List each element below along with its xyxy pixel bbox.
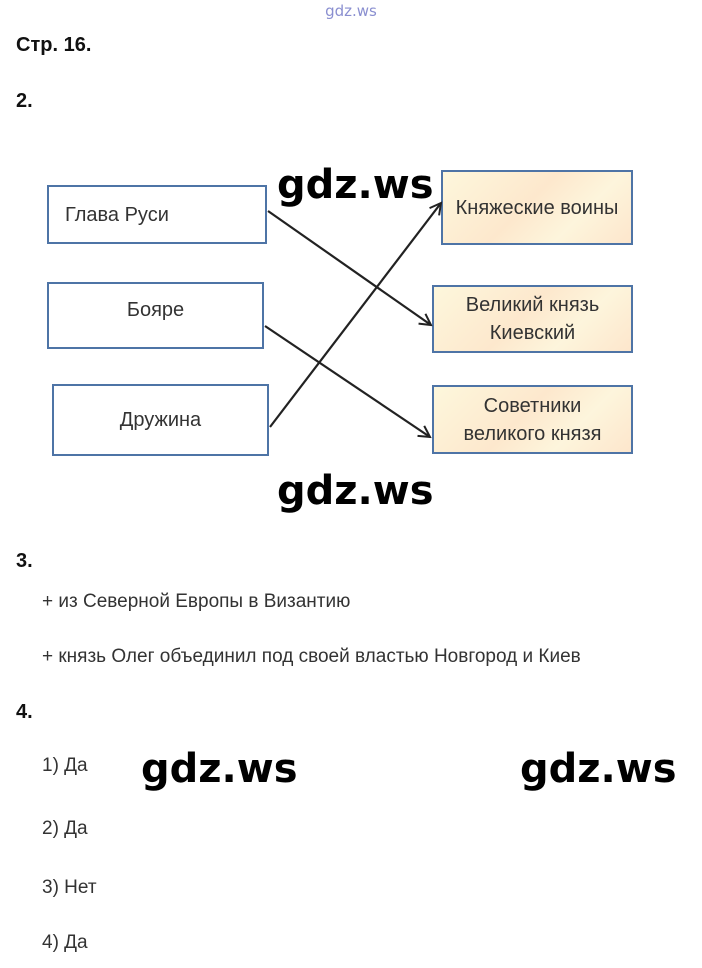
top-watermark: gdz.ws bbox=[325, 2, 377, 20]
watermark-4: gdz.ws bbox=[520, 746, 677, 792]
watermark-2: gdz.ws bbox=[277, 468, 434, 514]
connection-arrow-head-to-grand-prince bbox=[267, 210, 431, 325]
task-2-number: 2. bbox=[16, 90, 33, 112]
right-box-label: Княжеские воины bbox=[455, 196, 619, 219]
left-box-druzhina: Дружина bbox=[52, 384, 269, 456]
task-4-number: 4. bbox=[16, 701, 33, 723]
watermark-3: gdz.ws bbox=[141, 746, 298, 792]
task-3-answer-2: + князь Олег объединил под своей властью… bbox=[42, 646, 581, 667]
task-3-number: 3. bbox=[16, 550, 33, 572]
task-4-answer-4: 4) Да bbox=[42, 932, 88, 953]
left-box-label: Дружина bbox=[119, 409, 202, 431]
right-box-princely-warriors: Княжеские воины bbox=[441, 170, 633, 245]
task-4-answer-2: 2) Да bbox=[42, 818, 88, 839]
connection-arrow-boyars-to-advisors bbox=[264, 325, 430, 437]
task-4-answer-3: 3) Нет bbox=[42, 877, 97, 898]
page-reference: Стр. 16. bbox=[16, 34, 92, 56]
right-box-advisors: Советники великого князя bbox=[432, 385, 633, 454]
connection-arrow-druzhina-to-warriors bbox=[269, 203, 441, 428]
right-box-label: Великий князь Киевский bbox=[465, 294, 600, 344]
left-box-label: Бояре bbox=[126, 299, 185, 321]
task-3-answer-1: + из Северной Европы в Византию bbox=[42, 591, 351, 612]
left-box-head-of-rus: Глава Руси bbox=[47, 185, 267, 244]
left-box-boyars: Бояре bbox=[47, 282, 264, 349]
watermark-1: gdz.ws bbox=[277, 162, 434, 208]
task-4-answer-1: 1) Да bbox=[42, 755, 88, 776]
right-box-label: Советники великого князя bbox=[463, 394, 602, 445]
left-box-label: Глава Руси bbox=[65, 203, 169, 226]
right-box-grand-prince: Великий князь Киевский bbox=[432, 285, 633, 353]
